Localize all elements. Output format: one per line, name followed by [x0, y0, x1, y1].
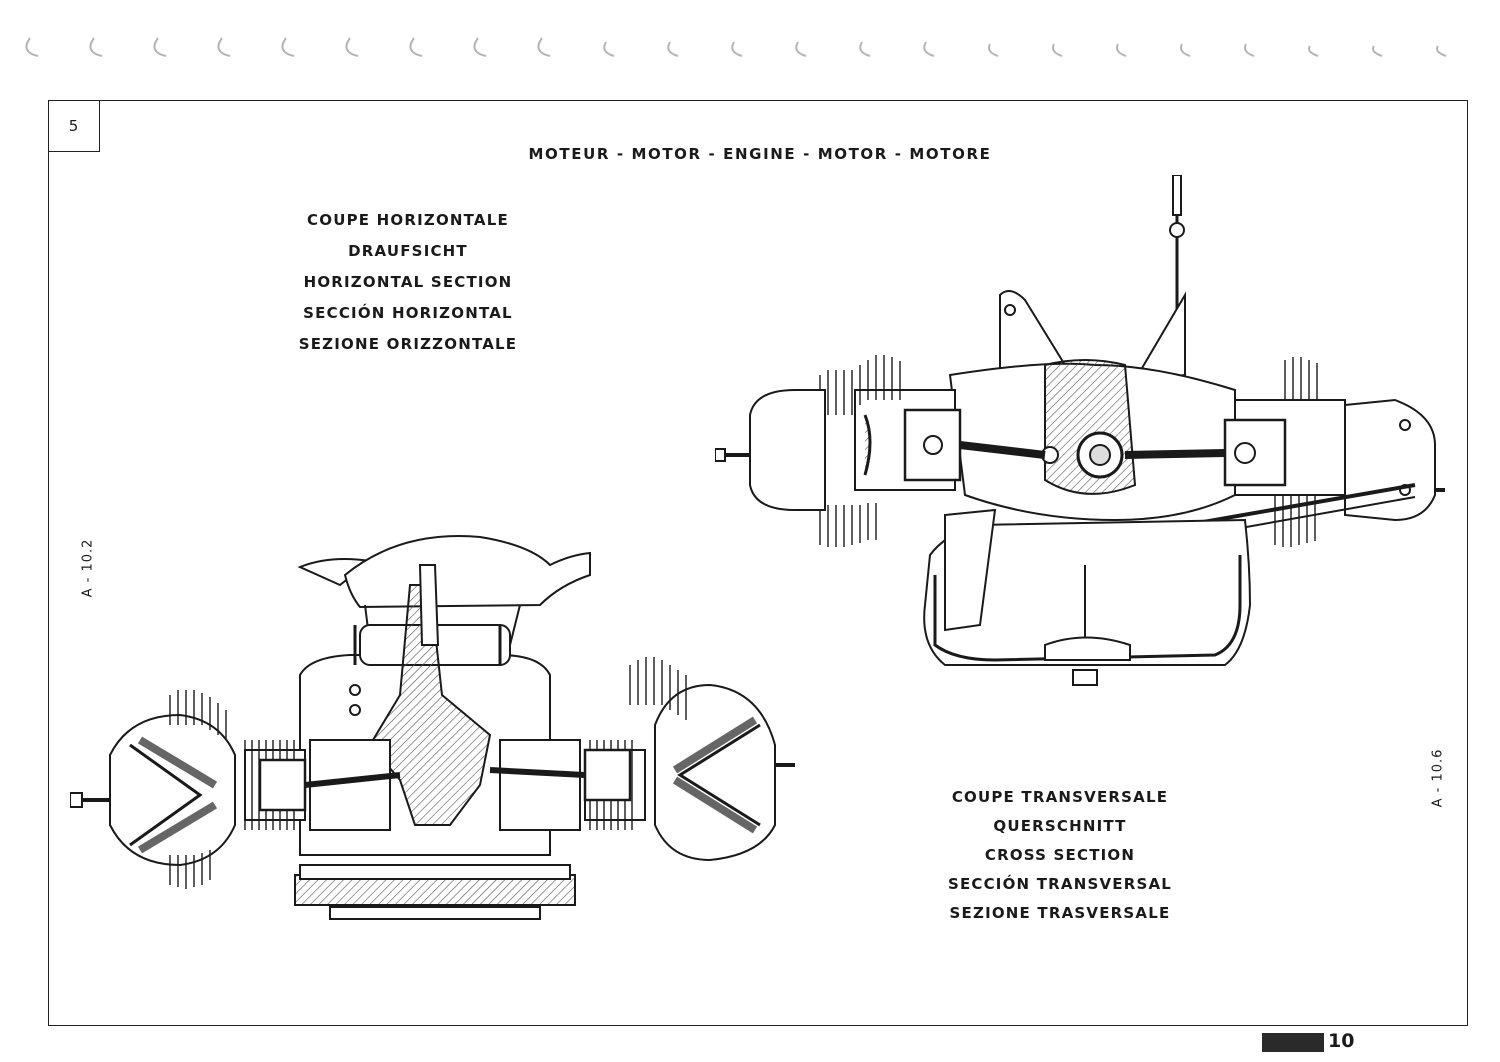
section-number-box: 5: [48, 100, 100, 152]
section-number: 5: [68, 116, 79, 135]
page-title: MOTEUR - MOTOR - ENGINE - MOTOR - MOTORE: [528, 145, 992, 163]
caption-line: CROSS SECTION: [984, 846, 1136, 864]
caption-horizontal-section: COUPE HORIZONTALE DRAUFSICHT HORIZONTAL …: [260, 205, 556, 360]
page-number-bar: [1262, 1033, 1324, 1052]
binding-holes: [25, 37, 1447, 57]
engine-horizontal-section-drawing: [70, 535, 795, 920]
caption-line: SECCIÓN TRANSVERSAL: [947, 875, 1173, 893]
caption-line: SEZIONE ORIZZONTALE: [298, 335, 518, 353]
caption-line: DRAUFSICHT: [348, 242, 468, 260]
page-number: 10: [1328, 1030, 1355, 1052]
figure-code-right: A - 10.6: [1430, 748, 1446, 808]
caption-line: COUPE HORIZONTALE: [307, 211, 509, 229]
caption-line: HORIZONTAL SECTION: [303, 273, 513, 291]
caption-line: QUERSCHNITT: [993, 817, 1127, 835]
caption-cross-section: COUPE TRANSVERSALE QUERSCHNITT CROSS SEC…: [910, 783, 1210, 928]
caption-line: COUPE TRANSVERSALE: [951, 788, 1169, 806]
page-frame: [48, 100, 1468, 1026]
engine-cross-section-drawing: [715, 175, 1445, 686]
caption-line: SECCIÓN HORIZONTAL: [303, 304, 513, 322]
caption-line: SEZIONE TRASVERSALE: [949, 904, 1171, 922]
